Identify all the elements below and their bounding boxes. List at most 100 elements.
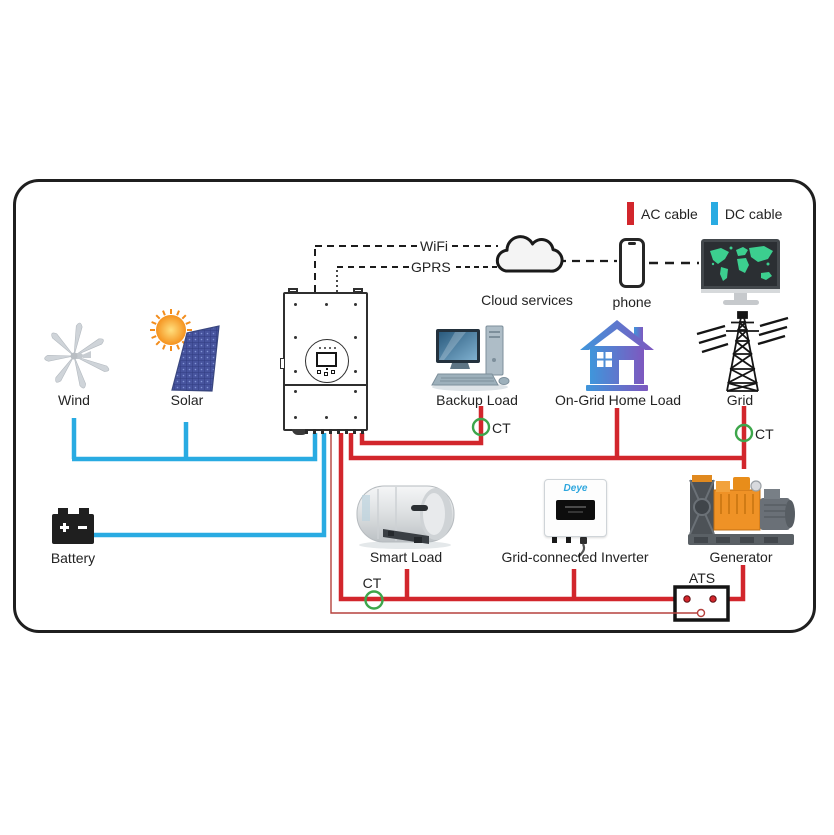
screw-icon [354, 416, 357, 419]
led-icon [334, 347, 336, 349]
screw-icon [354, 303, 357, 306]
pv-panel [171, 325, 220, 392]
mount-tab-right [353, 288, 363, 293]
dc-wires [71, 418, 327, 538]
battery-label: Battery [50, 550, 96, 566]
legend-dc: DC cable [710, 202, 783, 225]
terminal-icon [313, 429, 316, 434]
generator-icon [688, 475, 795, 545]
monitor-frame [701, 239, 780, 289]
screw-icon [354, 370, 357, 373]
battery-icon [52, 508, 94, 544]
phone-icon [619, 238, 645, 288]
ct-label-grid: CT [755, 426, 774, 442]
home-icon [580, 320, 654, 391]
terminal-icon [345, 429, 348, 434]
generator-label: Generator [709, 549, 773, 565]
ct-label-smart: CT [362, 575, 382, 591]
phone-label: phone [612, 294, 652, 310]
world-map-screen [704, 242, 777, 286]
ats-label: ATS [688, 570, 716, 586]
button-icon [326, 368, 328, 370]
button-icon [331, 370, 335, 374]
screw-icon [294, 303, 297, 306]
ct-label-backup: CT [492, 420, 511, 436]
cable-gland-icon [292, 429, 308, 435]
ats-sense-wire [330, 433, 698, 614]
battery-dc-wire [94, 433, 327, 538]
mount-tab-left [288, 288, 298, 293]
ac-cable-label: AC cable [641, 205, 698, 222]
monitor-chin [701, 289, 780, 293]
ct-rings [364, 417, 754, 610]
gci-feet-and-cable [552, 537, 587, 558]
inverter-display-module [305, 339, 349, 383]
grid-label: Grid [726, 392, 754, 408]
ct-ring-smart [364, 590, 384, 610]
terminal-icon [337, 429, 340, 434]
monitor-stand-neck [734, 293, 747, 300]
grid-connected-inverter-label: Grid-connected Inverter [501, 549, 649, 565]
ct-ring-grid [734, 423, 754, 443]
hybrid-inverter-device [280, 288, 368, 435]
screw-icon [294, 416, 297, 419]
screw-icon [354, 336, 357, 339]
ats-terminal-right [709, 595, 717, 603]
wind-turbine-icon [44, 322, 110, 389]
screw-icon [325, 416, 328, 419]
monitor-icon [701, 239, 780, 305]
on-grid-home-load-label: On-Grid Home Load [555, 392, 682, 408]
comm-dashed-lines [314, 245, 699, 292]
side-port [280, 358, 285, 369]
screw-icon [294, 336, 297, 339]
grid-bus-ac-wire [348, 433, 744, 461]
screw-icon [294, 370, 297, 373]
monitor-stand-base [722, 300, 759, 305]
gprs-label: GPRS [411, 259, 451, 275]
deye-brand-logo: Deye [563, 483, 588, 494]
led-icon [324, 347, 326, 349]
ats-box [673, 585, 730, 622]
ats-terminal-left [683, 595, 691, 603]
terminal-icon [305, 429, 308, 434]
screw-icon [325, 303, 328, 306]
inverter-lcd-screen [316, 352, 337, 367]
backup-load-ac-wire [359, 406, 484, 446]
terminal-icon [361, 429, 364, 434]
button-icon [317, 370, 321, 374]
smart-load-heater-icon [356, 485, 455, 549]
grid-connected-inverter-device: Deye [544, 479, 607, 537]
led-icon [319, 347, 321, 349]
grid-tower-icon [696, 311, 789, 392]
legend: AC cable DC cable [627, 202, 782, 225]
ats-terminal-bottom [696, 608, 706, 618]
gci-display-detail [565, 506, 586, 508]
led-icon [329, 347, 331, 349]
cloud-icon [495, 235, 564, 273]
dc-cable-label: DC cable [724, 205, 783, 222]
terminal-icon [329, 429, 332, 434]
inverter-panel-divider [285, 384, 366, 386]
gci-display [556, 500, 595, 520]
ac-cable-swatch-icon [627, 202, 634, 225]
button-icon [324, 372, 328, 376]
cloud-services-label: Cloud services [481, 292, 573, 308]
ct-ring-backup [471, 417, 491, 437]
screw-icon [354, 390, 357, 393]
backup-load-label: Backup Load [436, 392, 518, 408]
wifi-label: WiFi [420, 238, 448, 254]
gci-display-detail [568, 511, 583, 513]
terminal-icon [321, 429, 324, 434]
pv-bus-dc-wire [72, 433, 318, 462]
solar-panel-icon [150, 309, 220, 392]
diagram-border [13, 179, 816, 633]
screw-icon [294, 390, 297, 393]
phone-notch [628, 242, 636, 245]
smart-load-label: Smart Load [369, 549, 443, 565]
wind-label: Wind [58, 392, 90, 408]
legend-ac: AC cable [627, 202, 698, 225]
dc-cable-swatch-icon [710, 202, 718, 225]
terminal-icon [353, 429, 356, 434]
